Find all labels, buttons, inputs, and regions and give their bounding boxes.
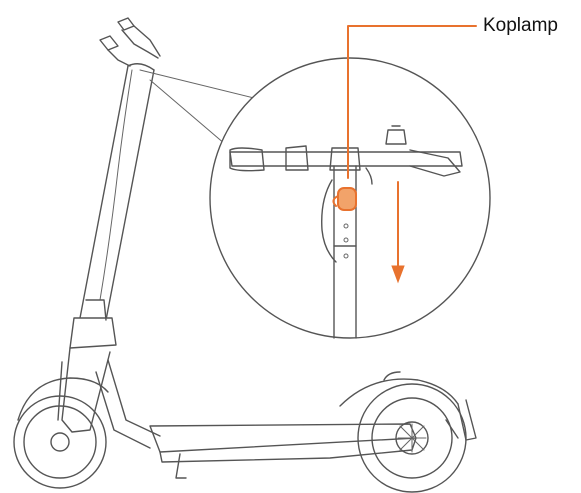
arrow-head xyxy=(391,265,405,284)
scooter-body xyxy=(13,17,477,493)
headlight-callout xyxy=(332,25,477,284)
headlight-label: Koplamp xyxy=(483,15,558,36)
zoom-connector xyxy=(139,69,263,151)
headlight-icon xyxy=(337,187,357,211)
